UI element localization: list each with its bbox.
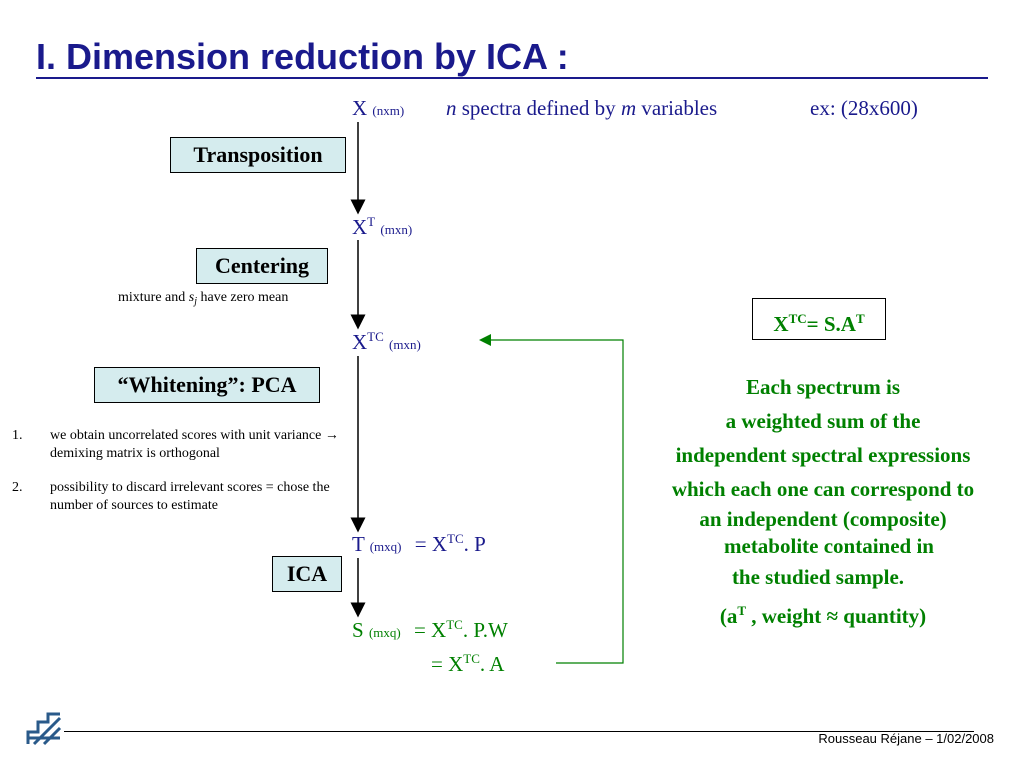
n-symbol: n: [446, 96, 457, 120]
whitening-note-1: 1. we obtain uncorrelated scores with un…: [12, 427, 352, 467]
centering-note: mixture and sj have zero mean: [118, 290, 288, 307]
formula-rhs: = S.A: [806, 312, 856, 336]
note-text: we obtain uncorrelated scores with unit …: [50, 428, 339, 461]
desc-last-post: , weight ≈ quantity): [746, 604, 927, 628]
t-dims: (mxq): [369, 539, 402, 554]
desc-line: the studied sample.: [731, 565, 905, 589]
matrix-xt: XT (mxn): [352, 214, 412, 240]
desc-last-pre: (a: [719, 604, 738, 628]
matrix-xtc: XTC (mxn): [352, 329, 421, 355]
t-eq-sup: TC: [447, 531, 464, 546]
s-eq2-sup: TC: [463, 651, 480, 666]
xtc-dims: (mxn): [389, 337, 421, 352]
t-eq-tail: . P: [463, 532, 486, 556]
xtc-symbol: X: [352, 330, 368, 354]
centering-box: Centering: [196, 248, 328, 284]
s-dims: (mxq): [368, 625, 401, 640]
desc-text-2: variables: [636, 96, 718, 120]
centering-note-j: j: [194, 296, 197, 307]
note-number: 1.: [12, 428, 23, 443]
matrix-s-eq2: = XTC. A: [431, 651, 504, 677]
s-eq-sup: TC: [446, 617, 463, 632]
whitening-note-2: 2. possibility to discard irrelevant sco…: [12, 479, 352, 519]
matrix-x-description: n spectra defined by m variables: [446, 96, 717, 121]
s-eq2: = X: [431, 652, 464, 676]
matrix-x-symbol: X: [352, 96, 368, 120]
mixing-description: Each spectrum is a weighted sum of the i…: [628, 370, 1018, 633]
desc-line: metabolite contained in: [724, 534, 934, 558]
s-eq-tail: . P.W: [462, 618, 508, 642]
t-symbol: T: [352, 532, 365, 556]
s-eq2-tail: . A: [479, 652, 505, 676]
desc-line: which each one can correspond to: [671, 477, 975, 501]
formula-rhs-sup: T: [855, 311, 865, 326]
xt-symbol: X: [352, 215, 368, 239]
s-eq: = X: [413, 618, 447, 642]
ica-box: ICA: [272, 556, 342, 592]
matrix-s: S (mxq) = XTC. P.W: [352, 617, 508, 643]
note-number: 2.: [12, 480, 23, 495]
note-text: possibility to discard irrelevant scores…: [50, 480, 330, 513]
mixing-formula-box: XTC= S.AT: [752, 298, 886, 340]
formula-lhs-sup: TC: [788, 311, 807, 326]
desc-line: Each spectrum is: [746, 375, 900, 399]
centering-note-s: s: [188, 290, 195, 305]
formula-lhs: X: [773, 312, 789, 336]
xt-sup: T: [367, 214, 376, 229]
desc-line: independent spectral expressions: [675, 443, 971, 467]
xt-dims: (mxn): [380, 222, 413, 237]
xtc-sup: TC: [367, 329, 384, 344]
desc-line: an independent (composite): [699, 507, 947, 531]
s-symbol: S: [352, 618, 364, 642]
footer-author-date: Rousseau Réjane – 1/02/2008: [818, 731, 994, 746]
desc-line-weight: (aT , weight ≈ quantity): [628, 594, 1018, 633]
whitening-box: “Whitening”: PCA: [94, 367, 320, 403]
centering-note-post: have zero mean: [197, 290, 289, 305]
stair-grid-logo-icon: [24, 710, 64, 746]
matrix-x: X (nxm): [352, 96, 404, 121]
example-size: ex: (28x600): [810, 96, 918, 120]
transposition-box: Transposition: [170, 137, 346, 173]
desc-last-sup: T: [737, 603, 747, 618]
t-eq: = X: [414, 532, 447, 556]
title-underline: [36, 77, 988, 79]
green-feedback-arrow: [479, 334, 624, 664]
m-symbol: m: [620, 96, 637, 120]
desc-text-1: spectra defined by: [456, 96, 621, 120]
slide-title: I. Dimension reduction by ICA :: [36, 36, 569, 77]
footer-rule: [64, 731, 974, 732]
desc-line: a weighted sum of the: [725, 409, 921, 433]
centering-note-pre: mixture and: [118, 290, 189, 305]
matrix-x-dims: (nxm): [372, 103, 405, 118]
matrix-t: T (mxq) = XTC. P: [352, 531, 486, 557]
